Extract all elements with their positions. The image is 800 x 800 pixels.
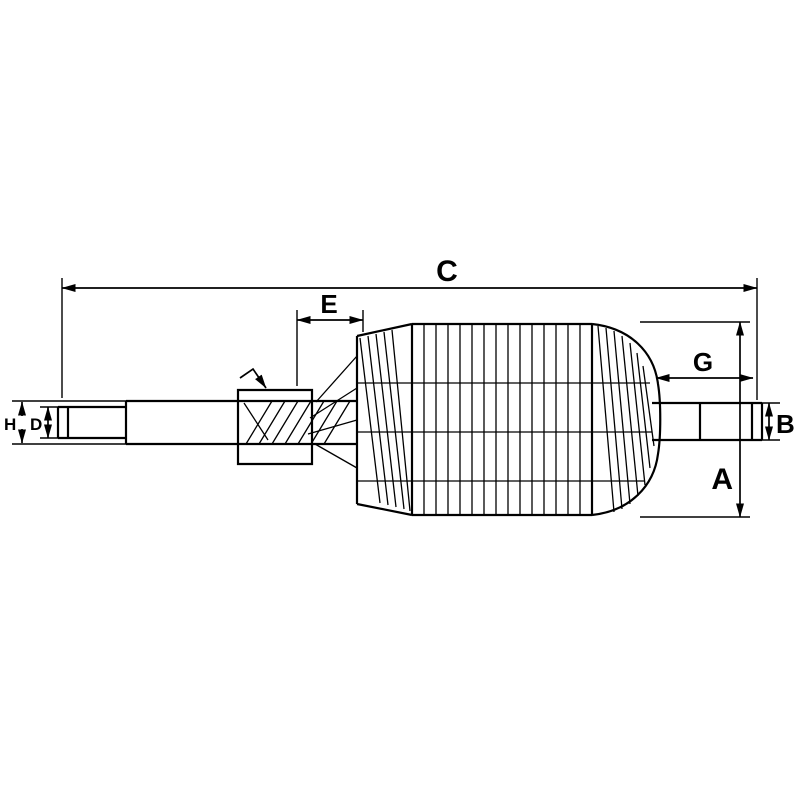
spline-hatch [243, 355, 358, 469]
dimension-core-diameter-A: A [640, 321, 750, 518]
dim-label-h: H [4, 415, 16, 434]
spline-callout-arrow [239, 367, 267, 389]
lamination-core [358, 322, 652, 517]
dim-label-g: G [693, 347, 713, 377]
dim-label-e: E [320, 289, 337, 319]
dimension-shaft-end-G: G [655, 347, 754, 382]
left-shaft [56, 399, 357, 446]
dimension-shaft-diameter-H: H [4, 400, 126, 445]
commutator-band [355, 322, 414, 517]
dimension-shaft-end-diameter-B: B [762, 402, 795, 441]
dimension-shaft-stub-diameter-D: D [30, 406, 58, 439]
dim-label-d: D [30, 415, 42, 434]
end-winding-band [591, 322, 662, 517]
dimension-commutator-E: E [296, 289, 364, 386]
right-shaft [652, 401, 764, 442]
stop-collar [236, 388, 314, 466]
dim-label-a: A [711, 463, 733, 496]
dim-label-b: B [776, 409, 795, 439]
dim-label-c: C [436, 255, 458, 288]
dimension-total-length-C: C [61, 255, 758, 400]
